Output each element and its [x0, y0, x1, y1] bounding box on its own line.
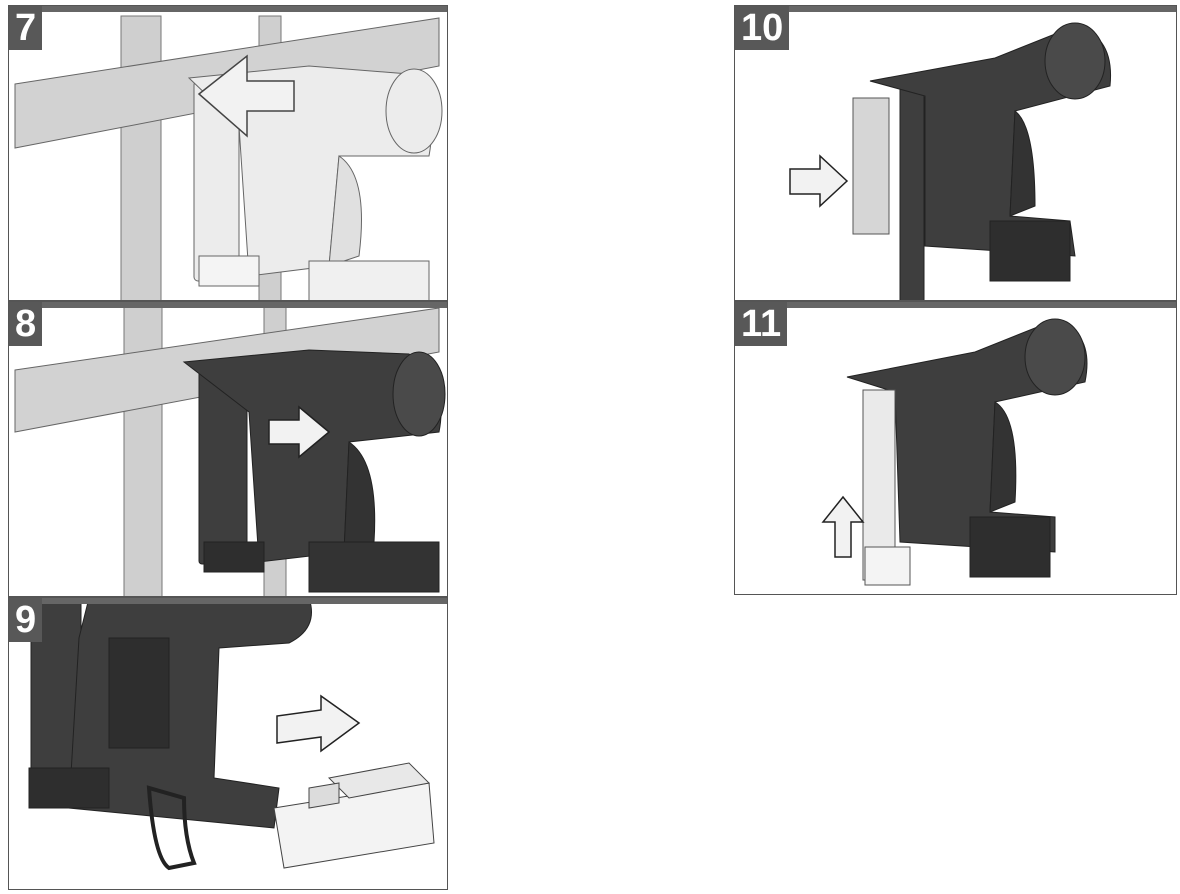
- nailer-tool-light: [187, 65, 443, 300]
- nailer-tool-dark: [182, 349, 446, 593]
- step-10-illustration: [789, 22, 1112, 300]
- right-arrow-icon: [276, 694, 361, 753]
- step-11-illustration: [821, 318, 1088, 586]
- right-arrow-icon: [268, 405, 331, 459]
- step-panel-7: 7: [8, 5, 448, 301]
- step-9-illustration: [28, 598, 435, 871]
- panel-top-bar: [735, 6, 1176, 12]
- magazine: [862, 389, 911, 586]
- step-number: 9: [9, 598, 43, 642]
- wood-post: [120, 15, 162, 300]
- left-arrow-icon: [197, 54, 295, 138]
- step-number: 10: [735, 6, 790, 50]
- battery-pack: [273, 762, 435, 869]
- panel-top-bar: [9, 598, 447, 604]
- up-arrow-icon: [821, 495, 865, 558]
- panel-top-bar: [735, 302, 1176, 308]
- panel-top-bar: [9, 6, 447, 12]
- step-number: 8: [9, 302, 43, 346]
- step-panel-9: 9: [8, 597, 448, 890]
- step-number: 11: [735, 302, 788, 346]
- step-panel-11: 11: [734, 301, 1177, 595]
- step-panel-8: 8: [8, 301, 448, 597]
- nailer-tool-dark: [846, 318, 1088, 578]
- nailer-tool-dark: [28, 598, 312, 871]
- nail-strip: [852, 97, 890, 235]
- panel-top-bar: [9, 302, 447, 308]
- wood-post: [123, 302, 163, 596]
- step-7-illustration: [14, 15, 443, 300]
- step-8-illustration: [14, 302, 446, 596]
- step-panel-10: 10: [734, 5, 1177, 301]
- right-arrow-icon: [789, 154, 849, 208]
- step-number: 7: [9, 6, 43, 50]
- nailer-tool-dark: [869, 22, 1112, 300]
